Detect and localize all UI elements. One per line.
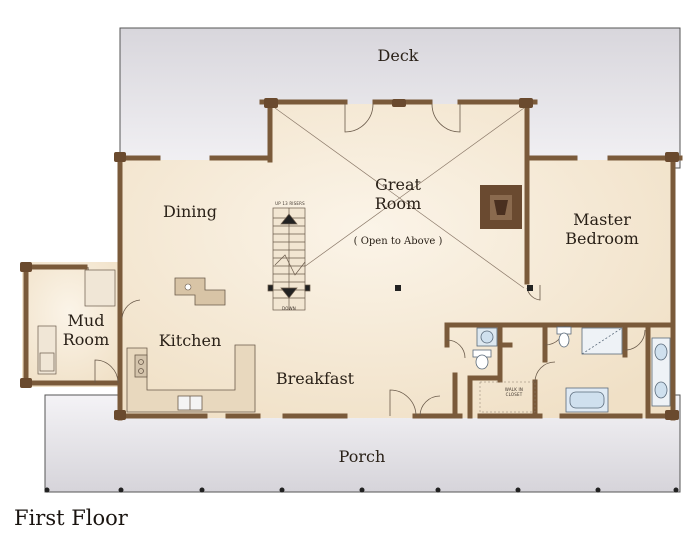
mud-line2: Room xyxy=(62,330,110,350)
floor-title: First Floor xyxy=(14,506,128,530)
stair-up-annotation: UP 13 RISERS xyxy=(275,201,305,206)
walls xyxy=(23,99,683,421)
room-label-mud-room: Mud Room xyxy=(56,311,116,349)
room-label-deck: Deck xyxy=(377,46,419,65)
room-label-kitchen: Kitchen xyxy=(158,331,222,350)
column-post xyxy=(527,285,533,291)
stair-down-annotation: DOWN xyxy=(282,306,296,311)
kitchen-counters xyxy=(126,344,256,413)
room-label-breakfast: Breakfast xyxy=(275,369,355,388)
open-to-above-label: ( Open to Above ) xyxy=(353,236,443,247)
kitchen-island-icon xyxy=(174,277,226,306)
mud-room-fixtures xyxy=(37,269,116,375)
walk-in-closet xyxy=(479,381,536,413)
bath-fixtures xyxy=(472,326,671,413)
room-label-master-bedroom: Master Bedroom xyxy=(556,210,648,248)
walk-in-line2: CLOSET xyxy=(505,392,523,397)
fireplace-icon xyxy=(480,185,522,229)
interior-floor xyxy=(120,104,672,418)
column-post xyxy=(395,285,401,291)
porch-posts xyxy=(44,487,679,493)
great-room-line1: Great xyxy=(375,175,421,194)
room-label-dining: Dining xyxy=(163,202,217,221)
log-ends xyxy=(20,98,679,420)
great-room-line2: Room xyxy=(374,194,422,214)
master-line1: Master xyxy=(573,210,631,229)
staircase xyxy=(267,207,311,311)
walk-in-line1: WALK IN xyxy=(504,387,524,392)
mud-line1: Mud xyxy=(67,311,105,330)
walk-in-closet-label: WALK IN CLOSET xyxy=(496,387,532,397)
open-to-above-lines xyxy=(274,107,525,289)
master-line2: Bedroom xyxy=(565,229,639,249)
room-label-great-room: Great Room xyxy=(350,175,446,213)
room-label-porch: Porch xyxy=(338,447,386,466)
